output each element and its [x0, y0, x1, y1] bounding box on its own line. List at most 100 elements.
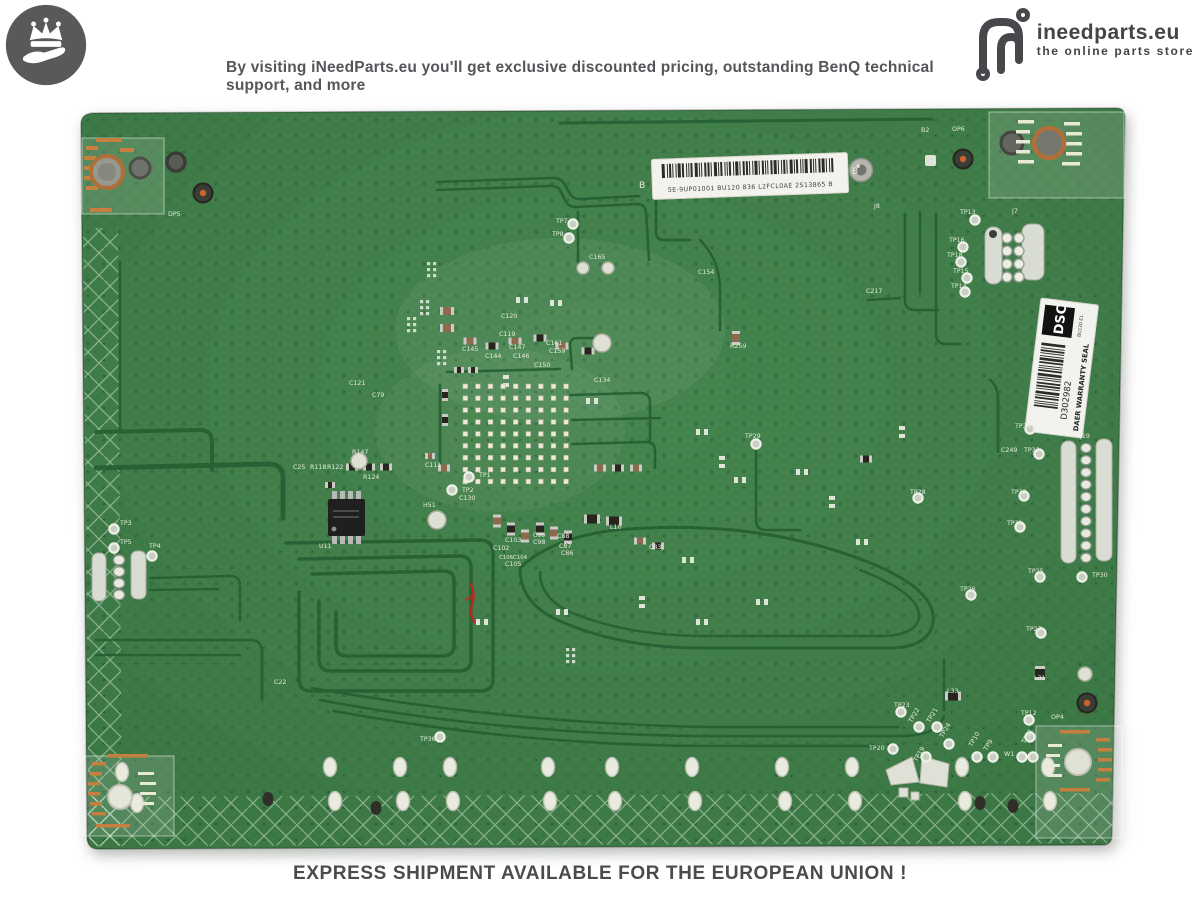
solder-blobs — [885, 755, 950, 801]
bottom-edge-pads — [114, 756, 1058, 815]
brand-n-icon — [975, 8, 1030, 81]
crown-hand-logo — [3, 2, 89, 88]
silkscreen-label: TP34 — [1014, 423, 1031, 430]
test-point — [1023, 714, 1035, 726]
brand-name: ineedparts.eu — [1036, 21, 1180, 44]
test-point — [434, 731, 446, 743]
test-point — [957, 241, 969, 253]
silkscreen-label: TP16 — [948, 237, 965, 244]
silkscreen-label: C130 — [459, 495, 475, 502]
test-point — [959, 286, 971, 298]
silkscreen-label: C103 — [505, 537, 521, 544]
silkscreen-label: TP1 — [478, 472, 491, 479]
screw-washer — [848, 157, 874, 183]
test-point — [563, 232, 575, 244]
silkscreen-label: W1 — [1004, 751, 1014, 758]
silkscreen-label: TP33 — [1023, 447, 1040, 454]
silkscreen-label: R122 — [327, 464, 343, 471]
silkscreen-label: TP2 — [461, 487, 474, 494]
test-point — [887, 743, 899, 755]
silkscreen-label: OP4 — [1051, 714, 1064, 721]
test-point — [965, 589, 977, 601]
soic8-chip — [328, 491, 365, 544]
silkscreen-label: C99 — [533, 532, 545, 539]
silkscreen-label: C217 — [866, 288, 882, 295]
silkscreen-label: C165 — [589, 254, 605, 261]
test-point — [943, 738, 955, 750]
silkscreen-label: DP5 — [168, 211, 181, 218]
test-point — [1016, 751, 1028, 763]
silkscreen-label: TP5 — [119, 539, 132, 546]
connector-left — [91, 550, 147, 602]
test-point — [1024, 423, 1036, 435]
silkscreen-label: TP27 — [1025, 626, 1042, 633]
silkscreen-label: B — [852, 167, 858, 177]
silkscreen-label: C120 — [501, 313, 517, 320]
connector-j7 — [984, 223, 1045, 285]
silkscreen-label: TP29 — [744, 433, 761, 440]
test-point — [895, 706, 907, 718]
test-point — [913, 721, 925, 733]
silkscreen-label: C145 — [462, 346, 478, 353]
header-tagline: By visiting iNeedParts.eu you'll get exc… — [226, 59, 934, 94]
silkscreen-label: C86 — [561, 550, 573, 557]
red-marker-scribble — [465, 582, 477, 624]
brand-subtitle: the online parts store — [1036, 44, 1194, 59]
silkscreen-label: TP30 — [1091, 572, 1108, 579]
sticker-small-text: BU120 E1 — [1077, 315, 1086, 338]
silkscreen-label: C79 — [372, 392, 384, 399]
silkscreen-label: C105 — [505, 561, 521, 568]
silkscreen-label: TP23 — [893, 702, 910, 709]
pad-clusters — [407, 262, 576, 664]
silkscreen-label: C83 — [649, 544, 661, 551]
silkscreen-label: L10 — [610, 524, 622, 531]
test-point — [1014, 521, 1026, 533]
silkscreen-label: J8 — [873, 203, 880, 210]
silkscreen-label: R124 — [363, 474, 379, 481]
silkscreen-label: TP28 — [909, 489, 926, 496]
test-point — [1035, 627, 1047, 639]
test-point — [920, 751, 932, 763]
silkscreen-label: TP15 — [952, 268, 969, 275]
silkscreen-label: TP14 — [950, 283, 967, 290]
silkscreen-label: R259 — [730, 343, 746, 350]
mount-hole-top-right — [999, 120, 1082, 166]
sticker-serial: D302982 — [1059, 380, 1074, 420]
silkscreen-label: C25 — [293, 464, 305, 471]
silkscreen-label: C161 — [546, 340, 562, 347]
silkscreen-label: C150 — [534, 362, 550, 369]
silkscreen-label: B — [639, 181, 645, 191]
test-point — [108, 542, 120, 554]
silkscreen-label: J7 — [1011, 208, 1018, 215]
test-point — [971, 751, 983, 763]
silkscreen-label: C22 — [274, 679, 286, 686]
silkscreen-label: TP18 — [946, 252, 963, 259]
test-point — [108, 523, 120, 535]
test-point — [567, 218, 579, 230]
silkscreen-label: L31 — [1034, 675, 1046, 682]
silkscreen-label: TP26 — [959, 586, 976, 593]
test-point — [987, 751, 999, 763]
test-point — [1027, 751, 1039, 763]
test-point — [1076, 571, 1088, 583]
silkscreen-label: TP4 — [148, 543, 161, 550]
silkscreen-label: TP25 — [1027, 568, 1044, 575]
silkscreen-label: C87 — [559, 543, 571, 550]
test-point — [750, 438, 762, 450]
silkscreen-label: J19 — [1079, 433, 1090, 440]
empty-smd-pads — [476, 297, 905, 625]
silkscreen-label: C88 — [557, 533, 569, 540]
mount-pad-bottom-right — [1046, 730, 1112, 792]
test-point — [912, 492, 924, 504]
silkscreen-label: TP7 — [555, 218, 568, 225]
test-point — [961, 272, 973, 284]
silkscreen-label: U11 — [319, 543, 332, 550]
silkscreen-label: C144 — [485, 353, 501, 360]
brand-logo: ineedparts.eu the online parts store — [971, 8, 1194, 82]
silkscreen-label: R118 — [310, 464, 326, 471]
passive-components — [325, 307, 1045, 701]
silkscreen-label: H51 — [423, 502, 436, 509]
test-point — [446, 484, 458, 496]
silkscreen-label: C102 — [493, 545, 509, 552]
